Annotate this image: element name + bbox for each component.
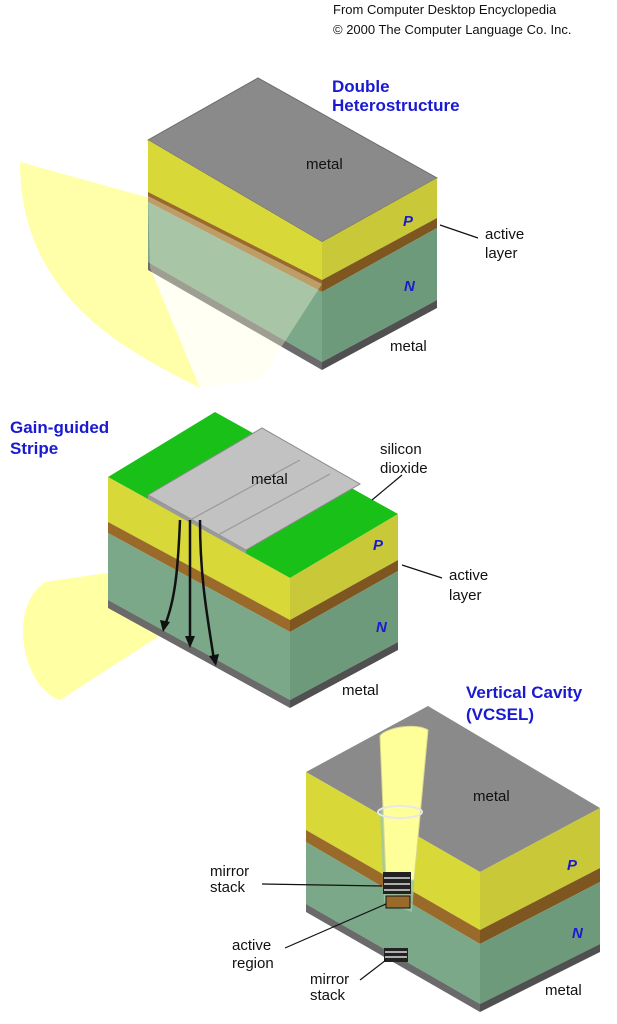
vcsel-mirror-bottom-label-2: stack	[310, 987, 346, 1004]
emitted-light-beam	[20, 162, 200, 388]
vcsel-active-side	[480, 868, 600, 944]
vcsel-title-line-2: (VCSEL)	[466, 705, 534, 724]
vcsel-figure: Vertical Cavity (VCSEL) metal P N mirror…	[210, 683, 600, 1012]
dh-title-line-1: Double	[332, 77, 390, 96]
dh-n-label: N	[404, 278, 416, 295]
gg-active-label-2: layer	[449, 587, 482, 604]
vcsel-title-line-1: Vertical Cavity	[466, 683, 583, 702]
bottom-mirror-stack	[384, 948, 408, 962]
active-layer-side	[322, 218, 437, 292]
dh-title-line-2: Heterostructure	[332, 96, 460, 115]
gg-silicon-label-2: dioxide	[380, 460, 428, 477]
n-layer-side-2	[290, 571, 398, 700]
vcsel-p-label: P	[567, 857, 578, 874]
active-layer-leader-2	[401, 564, 443, 579]
vcsel-active-label-2: region	[232, 955, 274, 972]
credit-line-1: From Computer Desktop Encyclopedia	[333, 2, 557, 17]
gg-metal-top-label: metal	[251, 471, 288, 488]
dh-active-label-2: layer	[485, 245, 518, 262]
vcsel-top-metal	[306, 706, 600, 872]
active-layer-front	[148, 192, 322, 292]
dh-active-label-1: active	[485, 226, 524, 243]
current-arrow-1	[163, 519, 182, 626]
gg-silicon-label-1: silicon	[380, 441, 422, 458]
p-layer-side-2	[290, 514, 398, 620]
vcsel-active-label-1: active	[232, 937, 271, 954]
vcsel-light-beam	[379, 725, 429, 881]
credit-line-2: © 2000 The Computer Language Co. Inc.	[333, 22, 571, 37]
gg-active-label-1: active	[449, 567, 488, 584]
bottom-metal-front-2	[108, 600, 290, 708]
vcsel-metal-bottom-label: metal	[545, 982, 582, 999]
mirror-top-leader	[261, 883, 383, 887]
vcsel-bottom-metal-side	[480, 944, 600, 1012]
gain-guided-stripe-figure: Gain-guided Stripe metal silicon dioxide…	[10, 412, 488, 708]
p-layer-front-2	[108, 477, 290, 620]
bottom-metal-side	[322, 300, 437, 370]
mirror-bottom-leader	[359, 959, 387, 981]
current-arrow-3	[198, 519, 216, 661]
vcsel-mirror-bottom-label-1: mirror	[310, 971, 349, 988]
dh-p-label: P	[403, 213, 414, 230]
p-layer-side	[322, 178, 437, 280]
bottom-metal-side-2	[290, 642, 398, 708]
active-layer-leader	[439, 224, 479, 239]
gg-metal-bottom-label: metal	[342, 682, 379, 699]
active-region-leader	[284, 903, 387, 949]
gg-title-line-1: Gain-guided	[10, 418, 109, 437]
vcsel-n-label: N	[572, 925, 584, 942]
bottom-metal-front	[148, 262, 322, 370]
n-layer-side	[322, 228, 437, 362]
vcsel-mirror-top-label-2: stack	[210, 879, 246, 896]
gg-title-line-2: Stripe	[10, 439, 58, 458]
silicon-leader	[371, 474, 403, 501]
active-region-block	[385, 895, 411, 909]
gg-n-label: N	[376, 619, 388, 636]
gg-p-label: P	[373, 537, 384, 554]
vcsel-n-layer-front	[306, 842, 480, 1004]
metal-stripe	[148, 428, 360, 550]
p-layer-front	[148, 140, 322, 280]
active-layer-side-2	[290, 560, 398, 632]
double-heterostructure-figure: Double Heterostructure metal P N active …	[20, 77, 524, 388]
vcsel-p-layer-side	[480, 808, 600, 930]
dh-metal-bottom-label: metal	[390, 338, 427, 355]
vcsel-mirror-top-label-1: mirror	[210, 863, 249, 880]
top-metal-layer	[148, 78, 437, 242]
n-layer-front	[148, 202, 322, 362]
n-layer-front-2	[108, 533, 290, 700]
vcsel-metal-top-label: metal	[473, 788, 510, 805]
dh-metal-top-label: metal	[306, 156, 343, 173]
active-layer-front-2	[108, 522, 290, 632]
vcsel-n-layer-side	[480, 882, 600, 1004]
